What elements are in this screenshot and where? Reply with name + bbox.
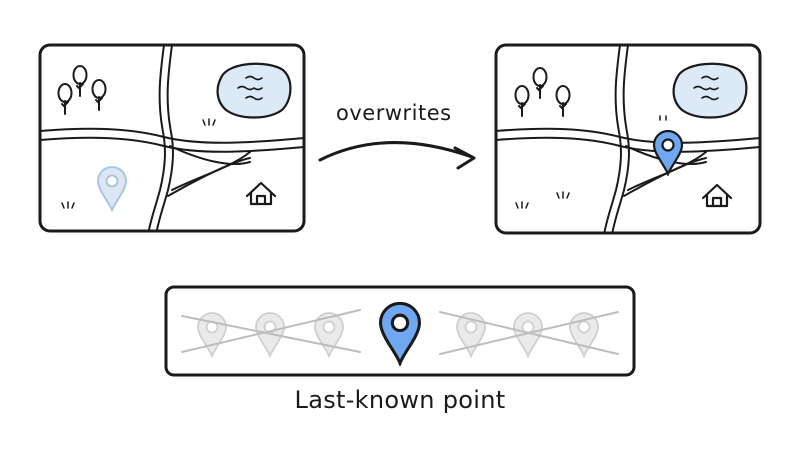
map-roads <box>496 45 760 233</box>
house-icon <box>245 181 277 206</box>
previous-map-frame <box>38 43 306 233</box>
overwrite-arrow <box>318 141 476 170</box>
house-icon <box>701 183 733 208</box>
lake-icon <box>672 62 748 119</box>
lake-icon <box>216 62 292 119</box>
arrow-label: overwrites <box>336 101 452 125</box>
tree-icon <box>57 65 107 115</box>
map-pin-icon <box>97 166 127 211</box>
map-roads <box>40 45 304 231</box>
previous-map <box>38 43 306 233</box>
history-caption: Last-known point <box>294 386 506 414</box>
location-history-strip <box>164 285 636 377</box>
current-map-frame <box>494 43 762 235</box>
tree-icon <box>514 67 571 117</box>
grass-tuft-icon <box>61 118 216 209</box>
cross-out-right <box>439 311 619 355</box>
grass-tuft-icon <box>515 191 570 209</box>
cross-out-left <box>181 309 361 353</box>
pin-emphasis-ticks <box>659 115 667 121</box>
current-map <box>494 43 762 235</box>
